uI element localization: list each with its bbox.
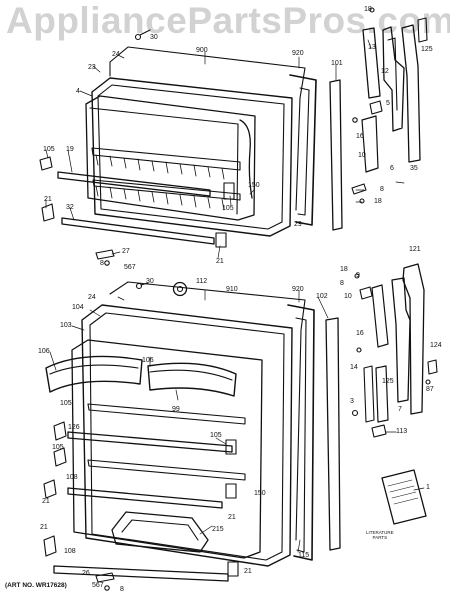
callout-32: 32: [66, 204, 74, 211]
callout-21: 21: [244, 568, 252, 575]
callout-12: 12: [381, 68, 389, 75]
callout-108: 108: [64, 548, 76, 555]
callout-910: 910: [226, 286, 238, 293]
callout-7: 7: [398, 406, 402, 413]
callout-18: 18: [340, 266, 348, 273]
literature-parts-label: LITERATURE PARTS: [366, 530, 394, 540]
callout-920: 920: [292, 286, 304, 293]
callout-124: 124: [430, 342, 442, 349]
callout-6: 6: [390, 165, 394, 172]
watermark: AppliancePartsPros.com: [6, 0, 450, 41]
literature-line: LITERATURE: [366, 530, 394, 535]
callout-8: 8: [100, 260, 104, 267]
callout-103: 103: [60, 322, 72, 329]
fresh-food-side-parts: [325, 263, 438, 551]
callout-5: 5: [386, 100, 390, 107]
callout-105: 105: [222, 205, 234, 212]
callout-115: 115: [298, 552, 310, 559]
callout-8: 8: [340, 280, 344, 287]
callout-150: 150: [248, 182, 260, 189]
callout-29: 29: [294, 221, 302, 228]
callout-30: 30: [146, 278, 154, 285]
callout-16: 16: [356, 133, 364, 140]
callout-21: 21: [42, 498, 50, 505]
callout-26: 26: [82, 570, 90, 577]
callout-105: 105: [43, 146, 55, 153]
callout-99: 99: [172, 406, 180, 413]
callout-13: 13: [368, 44, 376, 51]
callout-35: 35: [410, 165, 418, 172]
callout-125: 125: [421, 46, 433, 53]
callout-16: 16: [356, 330, 364, 337]
callout-105: 105: [52, 444, 64, 451]
callout-10: 10: [344, 293, 352, 300]
callout-4: 4: [76, 88, 80, 95]
callout-920: 920: [292, 50, 304, 57]
callout-8: 8: [120, 586, 124, 593]
callout-1: 1: [426, 484, 430, 491]
callout-101: 101: [331, 60, 343, 67]
callout-102: 102: [316, 293, 328, 300]
art-number: (ART NO. WR17628): [5, 582, 67, 589]
callout-24: 24: [88, 294, 96, 301]
callout-567: 567: [124, 264, 136, 271]
callout-21: 21: [228, 514, 236, 521]
callout-900: 900: [196, 47, 208, 54]
callout-10: 10: [358, 152, 366, 159]
callout-21: 21: [44, 196, 52, 203]
callout-19: 19: [66, 146, 74, 153]
callout-30: 30: [150, 34, 158, 41]
callout-126: 126: [68, 424, 80, 431]
callout-18: 18: [374, 198, 382, 205]
callout-87: 87: [426, 386, 434, 393]
callout-27: 27: [122, 248, 130, 255]
callout-23: 23: [88, 64, 96, 71]
callout-112: 112: [196, 278, 208, 285]
freezer-side-parts: [329, 17, 428, 231]
parts-line: PARTS: [372, 535, 388, 540]
callout-9: 9: [356, 272, 360, 279]
callout-14: 14: [350, 364, 358, 371]
callout-215: 215: [212, 526, 224, 533]
callout-106: 106: [142, 357, 154, 364]
callout-150: 150: [254, 490, 266, 497]
fresh-food-door-assembly: [43, 281, 315, 591]
callout-21: 21: [40, 524, 48, 531]
callout-105: 105: [210, 432, 222, 439]
callout-18: 18: [364, 6, 372, 13]
callout-104: 104: [72, 304, 84, 311]
callout-105: 105: [60, 400, 72, 407]
callout-106: 106: [38, 348, 50, 355]
freezer-door-assembly: [39, 7, 375, 266]
callout-121: 121: [409, 246, 421, 253]
callout-108: 108: [66, 474, 78, 481]
callout-21: 21: [216, 258, 224, 265]
callout-567: 567: [92, 582, 104, 589]
callout-125: 125: [382, 378, 394, 385]
callout-24: 24: [112, 51, 120, 58]
callout-3: 3: [350, 398, 354, 405]
callout-8: 8: [380, 186, 384, 193]
callout-leaders: [45, 39, 425, 553]
callout-113: 113: [396, 428, 408, 435]
